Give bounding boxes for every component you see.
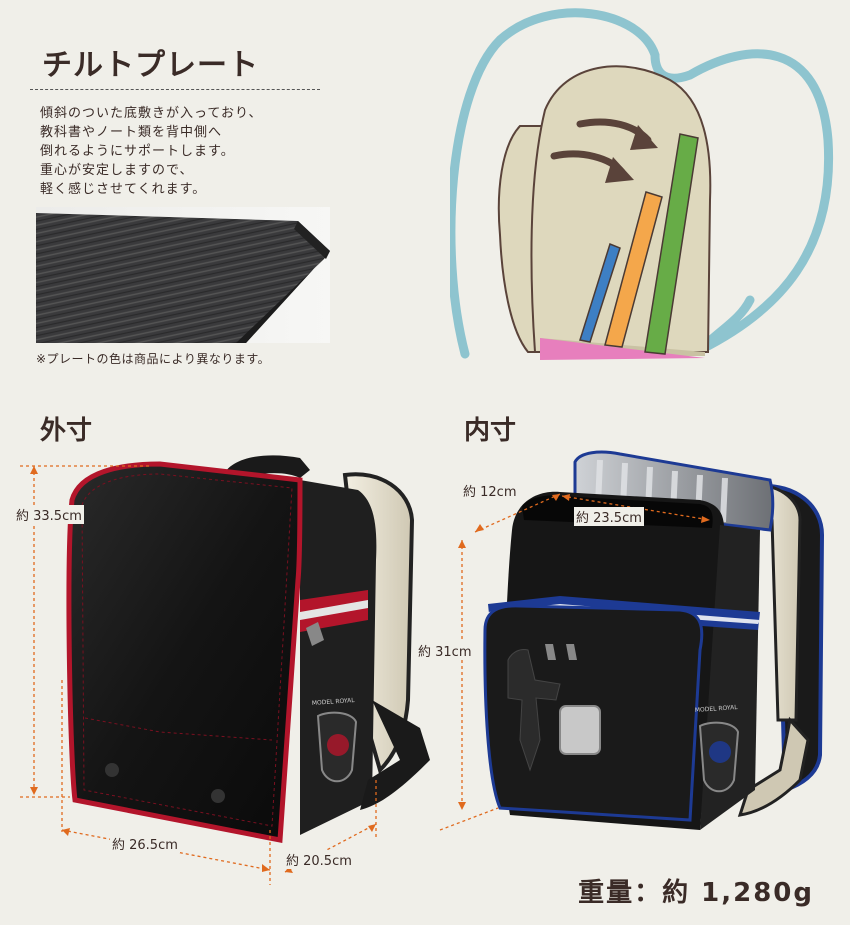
- inner-height-label: 約 31cm: [416, 641, 474, 660]
- arrow-icon: [605, 157, 634, 183]
- bag-photos: MODEL ROYAL: [20, 450, 825, 885]
- section-title: チルトプレート: [42, 48, 259, 83]
- brand-label: MODEL ROYAL: [312, 697, 356, 707]
- weight-label: 重量：約 1,280g: [578, 878, 814, 908]
- orange-book: [604, 191, 663, 348]
- description: 傾斜のついた底敷きが入っており、 教科書やノート類を背中側へ 倒れるようにサポー…: [40, 104, 262, 199]
- description-line: 重心が安定しますので、: [40, 163, 194, 178]
- bag-side: [300, 480, 377, 835]
- inner-bag: MODEL ROYAL: [483, 450, 825, 830]
- sword-emblem: [507, 649, 561, 772]
- inner-width-label: 約 23.5cm: [574, 507, 644, 526]
- inner-dimensions-heading: 内寸: [464, 416, 517, 446]
- name-tag-window: [559, 705, 601, 755]
- tilt-plate-photo: [36, 207, 330, 343]
- blue-book: [579, 243, 621, 343]
- inner-depth-label: 約 12cm: [461, 481, 519, 500]
- outer-width-label: 約 26.5cm: [110, 834, 180, 853]
- tilt-plate-illustration: [450, 8, 834, 360]
- brand-label: MODEL ROYAL: [695, 704, 739, 714]
- bag-lid: [66, 461, 303, 843]
- description-line: 教科書やノート類を背中側へ: [40, 125, 223, 140]
- outer-depth-label: 約 20.5cm: [284, 850, 354, 869]
- outer-height-label: 約 33.5cm: [14, 505, 84, 524]
- outer-dimensions-heading: 外寸: [40, 416, 93, 446]
- green-book: [644, 133, 699, 355]
- outer-bag: MODEL ROYAL: [66, 455, 430, 843]
- description-line: 軽く感じさせてくれます。: [40, 182, 207, 197]
- arrow-icon: [630, 125, 658, 150]
- description-line: 倒れるようにサポートします。: [40, 144, 235, 159]
- strap-end: [360, 700, 430, 810]
- dashed-divider: [30, 89, 320, 90]
- description-line: 傾斜のついた底敷きが入っており、: [40, 106, 263, 121]
- strap-end: [737, 716, 810, 817]
- color-note: ※プレートの色は商品により異なります。: [36, 352, 271, 366]
